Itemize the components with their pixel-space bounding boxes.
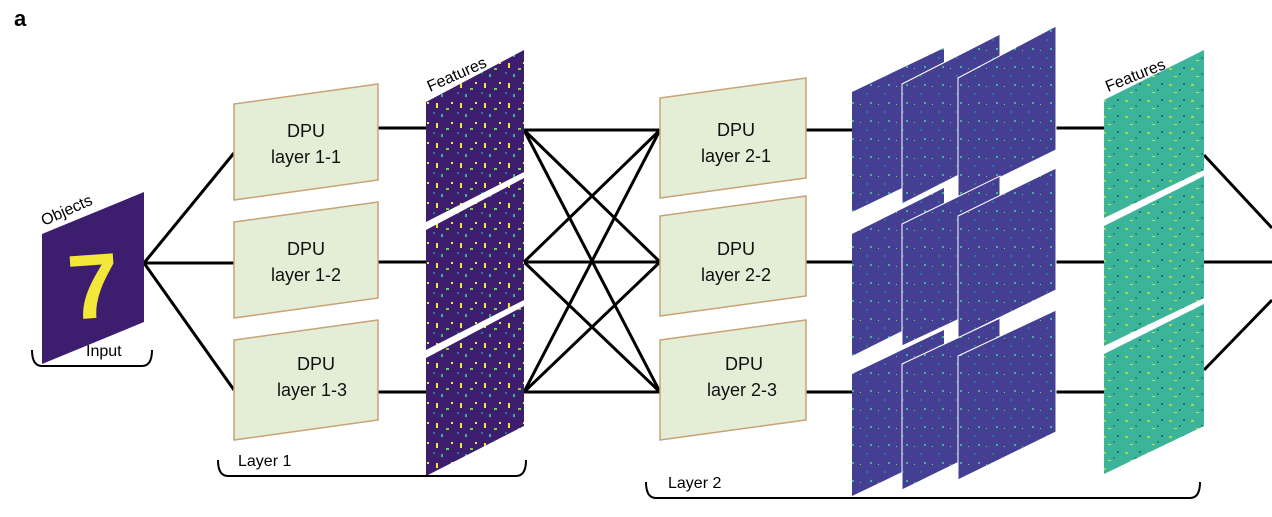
dpu-layer-2-1: DPU layer 2-1	[659, 77, 807, 199]
output-feature-1	[1104, 50, 1204, 218]
layer2-bracket	[645, 481, 1201, 499]
dpu-layer-1-3: DPU layer 1-3	[233, 319, 379, 441]
layer1-dpus: DPU layer 1-1 DPU layer 1-2 DPU layer 1-…	[233, 83, 379, 441]
dpu-layer-2-1-name: layer 2-1	[701, 146, 771, 166]
feature-stack-2-1	[852, 25, 1057, 212]
panel-label: a	[14, 6, 27, 31]
input-to-dpu-1-3	[142, 262, 236, 391]
layer-interconnect-mesh	[522, 128, 662, 394]
feature-stack-2-2	[852, 167, 1057, 356]
connection-lines	[142, 126, 1272, 394]
dpu-layer-2-3-name: layer 2-3	[707, 380, 777, 400]
input-object: 7 Objects	[39, 192, 144, 364]
dpu-layer-1-1-name: layer 1-1	[271, 147, 341, 167]
dpu-layer-2-2-name: layer 2-2	[701, 265, 771, 285]
dpu-layer-1-1-title: DPU	[287, 121, 325, 141]
dpu-layer-1-3-name: layer 1-3	[277, 380, 347, 400]
output-feature-maps: Features	[1103, 50, 1204, 474]
feature-map-1-2	[426, 178, 524, 350]
dpu-layer-1-2-name: layer 1-2	[271, 265, 341, 285]
layer1-bracket-label: Layer 1	[238, 453, 291, 470]
brackets	[31, 349, 1201, 499]
dpu-layer-2-3-title: DPU	[725, 354, 763, 374]
output-3-converge	[1202, 298, 1272, 372]
output-1-converge	[1202, 153, 1272, 230]
dpu-layer-2-2-title: DPU	[717, 239, 755, 259]
layer2-feature-stacks	[852, 25, 1057, 496]
output-feature-3	[1104, 304, 1204, 474]
input-digit-image	[42, 192, 144, 364]
dpu-layer-2-1-title: DPU	[717, 120, 755, 140]
input-bracket-label: Input	[86, 343, 122, 360]
layer1-bracket	[217, 459, 527, 477]
input-bracket	[31, 349, 153, 367]
input-to-dpu-1-1	[142, 152, 236, 264]
feature-map-1-3	[426, 306, 524, 476]
dpu-layer-1-2-title: DPU	[287, 239, 325, 259]
layer2-bracket-label: Layer 2	[668, 475, 721, 492]
dpu-layer-2-3: DPU layer 2-3	[659, 319, 807, 441]
feature-map-1-1	[426, 50, 524, 222]
dpu-layer-1-1: DPU layer 1-1	[233, 83, 379, 201]
input-digit: 7	[64, 234, 122, 339]
dpu-layer-2-2: DPU layer 2-2	[659, 195, 807, 317]
dpu-layer-1-3-title: DPU	[297, 354, 335, 374]
output-feature-2	[1104, 176, 1204, 346]
layer2-dpus: DPU layer 2-1 DPU layer 2-2 DPU layer 2-…	[659, 77, 807, 441]
dpu-layer-1-2: DPU layer 1-2	[233, 201, 379, 319]
feature-stack-2-3	[852, 309, 1057, 496]
layer1-feature-maps: Features	[425, 50, 524, 476]
